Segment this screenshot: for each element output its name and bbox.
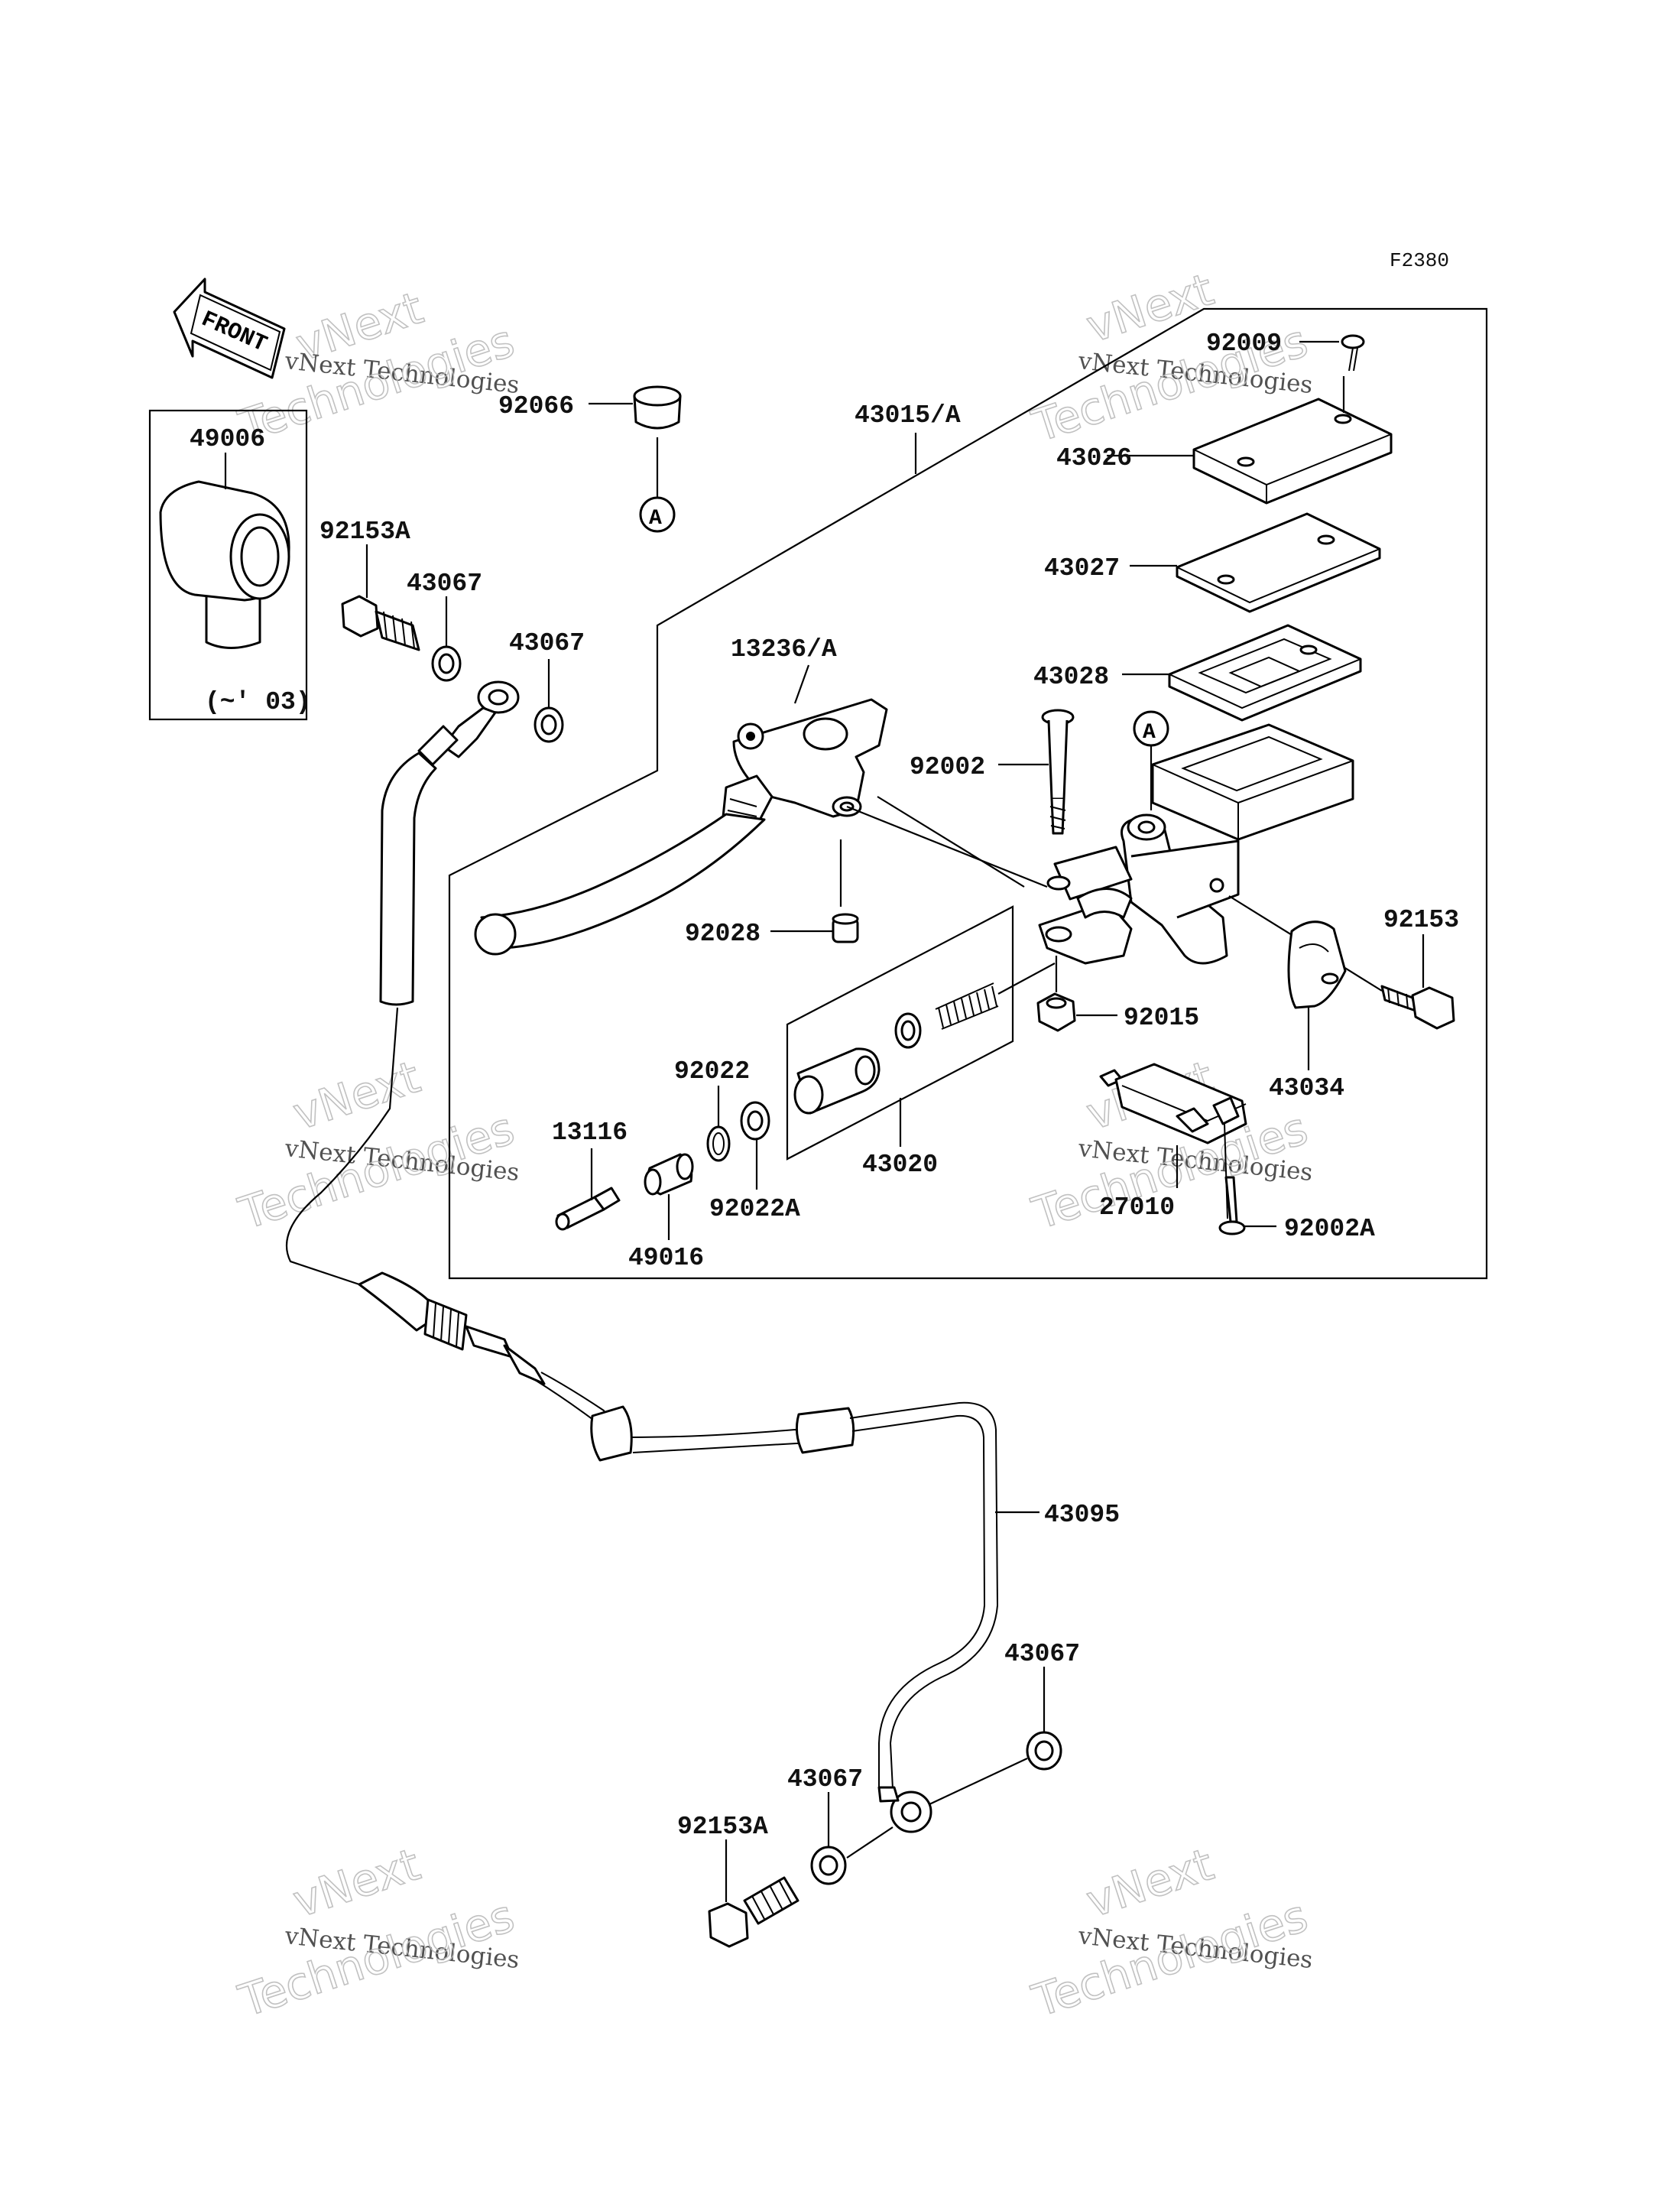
snap-ring-92022	[706, 1125, 731, 1162]
label-49006: 49006	[190, 425, 265, 453]
label-27010: 27010	[1099, 1193, 1175, 1222]
pivot-bolt-92002	[1041, 709, 1075, 835]
label-13116: 13116	[552, 1118, 628, 1147]
screw-92009	[1341, 334, 1365, 372]
watermark-3: vNext vNext Technologies Technologies	[232, 1050, 521, 1240]
leader-43067-c-axis	[929, 1758, 1028, 1805]
figure-code: F2380	[1390, 249, 1449, 272]
label-43026: 43026	[1056, 444, 1132, 472]
clutch-line-43095	[358, 1271, 999, 1833]
grip-49006	[159, 480, 290, 649]
bolt-92153A-top	[341, 595, 420, 651]
banjo-fitting-top	[417, 680, 520, 766]
bolt-92153	[1380, 985, 1455, 1030]
leader-lever-body	[877, 796, 1025, 888]
watermark-6: vNext vNext Technologies Technologies	[1026, 1837, 1315, 2028]
label-92022A: 92022A	[709, 1195, 800, 1223]
washer-92022A	[740, 1101, 770, 1141]
clamp-43034	[1287, 920, 1347, 1009]
piston-kit-box	[786, 905, 1014, 1161]
label-43067-a: 43067	[407, 570, 482, 598]
label-43067-c: 43067	[1004, 1640, 1080, 1668]
watermark-line1: vNext	[287, 1050, 426, 1140]
clutch-hose-upper	[379, 752, 437, 1006]
inset-box	[148, 409, 308, 721]
leader-lever-axis	[846, 805, 1048, 888]
cap-92066	[633, 385, 682, 430]
label-43095: 43095	[1044, 1501, 1120, 1529]
washer-43067-d	[810, 1846, 847, 1885]
callout-a-top	[639, 496, 676, 533]
watermark-line1: vNext	[287, 1838, 426, 1927]
boot-49016	[644, 1153, 694, 1196]
screw-92002A	[1218, 1123, 1246, 1235]
master-cylinder-body	[1038, 723, 1354, 965]
washer-43067-c	[1026, 1731, 1062, 1771]
switch-27010	[1099, 1063, 1247, 1144]
front-arrow-icon: FRONT	[173, 278, 286, 379]
leader-spring-body	[997, 963, 1056, 995]
label-43067-d: 43067	[787, 1765, 863, 1794]
label-92066: 92066	[498, 392, 574, 420]
cover-43026	[1192, 398, 1393, 505]
label-92009: 92009	[1206, 330, 1282, 358]
label-92002: 92002	[910, 753, 985, 781]
label-43027: 43027	[1044, 554, 1120, 583]
plate-43027	[1176, 512, 1381, 613]
label-92153A-top: 92153A	[319, 518, 410, 546]
label-43034: 43034	[1269, 1074, 1344, 1102]
inset-note: (~' 03)	[205, 688, 311, 716]
label-92022: 92022	[674, 1057, 750, 1086]
leader-43067-d-axis	[846, 1826, 894, 1859]
label-43067-b: 43067	[509, 629, 585, 657]
piston-kit-43020	[793, 982, 999, 1115]
leader-13236A	[793, 664, 810, 704]
label-92002A: 92002A	[1284, 1215, 1375, 1243]
label-92153A-bottom: 92153A	[677, 1813, 768, 1841]
label-43015A: 43015/A	[855, 401, 961, 430]
push-rod-13116	[555, 1187, 621, 1231]
label-49016: 49016	[628, 1244, 704, 1272]
callout-a-body-letter: A	[1143, 721, 1156, 745]
assembly-boundary	[448, 307, 1488, 1280]
diaphragm-43028	[1168, 624, 1362, 722]
label-43020: 43020	[862, 1151, 938, 1179]
label-92153: 92153	[1383, 906, 1459, 934]
watermark-5: vNext vNext Technologies Technologies	[232, 1837, 521, 2028]
hose-path-guide	[285, 1007, 399, 1286]
label-92028: 92028	[685, 920, 761, 948]
bolt-92153A-bottom	[708, 1876, 799, 1948]
label-43028: 43028	[1033, 663, 1109, 691]
callout-a-top-letter: A	[649, 507, 662, 531]
label-13236A: 13236/A	[731, 635, 837, 664]
label-92015: 92015	[1124, 1004, 1199, 1032]
watermark-line1: vNext	[1080, 1838, 1219, 1927]
bushing-92028	[832, 913, 859, 943]
nut-92015	[1036, 992, 1076, 1032]
clutch-lever-13236A	[474, 698, 888, 956]
